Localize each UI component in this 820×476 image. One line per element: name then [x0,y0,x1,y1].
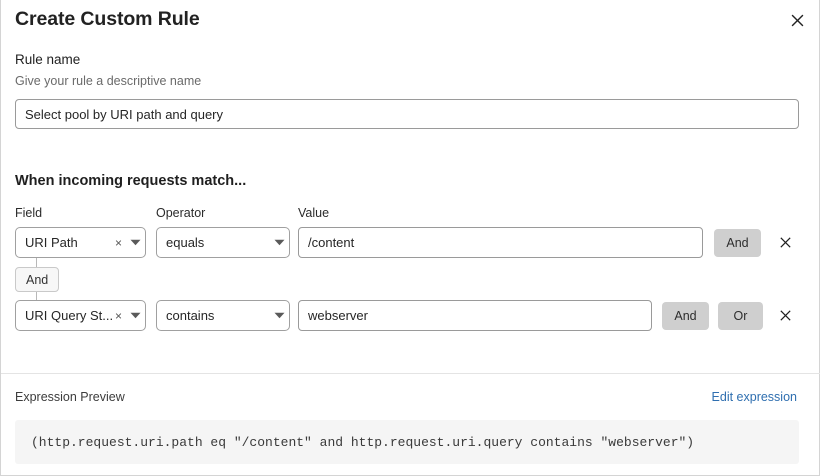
value-input-1[interactable] [298,300,652,331]
operator-select-0[interactable]: equals [156,227,290,258]
condition-row: URI Query St... × contains And Or [1,300,820,332]
close-dialog-button[interactable] [783,6,811,34]
rule-name-label: Rule name [15,52,81,67]
field-select-value-0: URI Path [25,235,78,250]
operator-select-1[interactable]: contains [156,300,290,331]
chevron-down-icon [125,312,145,319]
column-header-value: Value [298,206,330,220]
expression-preview-text: (http.request.uri.path eq "/content" and… [31,434,695,450]
edit-expression-link[interactable]: Edit expression [711,390,797,404]
expression-preview-label: Expression Preview [15,390,125,404]
remove-condition-button-1[interactable] [772,300,798,330]
close-icon [791,14,803,26]
and-button-0[interactable]: And [714,229,761,257]
rule-name-input[interactable] [15,99,799,129]
value-input-0[interactable] [298,227,703,258]
close-icon [779,309,791,321]
close-icon [779,236,791,248]
expression-preview-box: (http.request.uri.path eq "/content" and… [15,420,799,464]
column-header-operator: Operator [156,206,206,220]
operator-select-value-1: contains [166,308,215,323]
field-select-value-1: URI Query St... [25,308,112,323]
group-logic-toggle[interactable]: And [15,267,60,292]
clear-field-icon-1[interactable]: × [114,308,122,323]
field-select-1[interactable]: URI Query St... × [15,300,146,331]
chevron-down-icon [125,239,145,246]
chevron-down-icon [269,312,289,319]
remove-condition-button-0[interactable] [772,227,798,257]
match-section-title: When incoming requests match... [15,173,247,189]
column-header-field: Field [15,206,43,220]
operator-select-value-0: equals [166,235,205,250]
chevron-down-icon [269,239,289,246]
field-select-0[interactable]: URI Path × [15,227,146,258]
preview-divider [1,373,820,374]
or-button-1[interactable]: Or [718,302,763,330]
clear-field-icon-0[interactable]: × [114,235,122,250]
page-title: Create Custom Rule [15,8,200,30]
and-button-1[interactable]: And [662,302,709,330]
rule-name-help-text: Give your rule a descriptive name [15,74,202,88]
condition-row: URI Path × equals And [1,227,820,259]
